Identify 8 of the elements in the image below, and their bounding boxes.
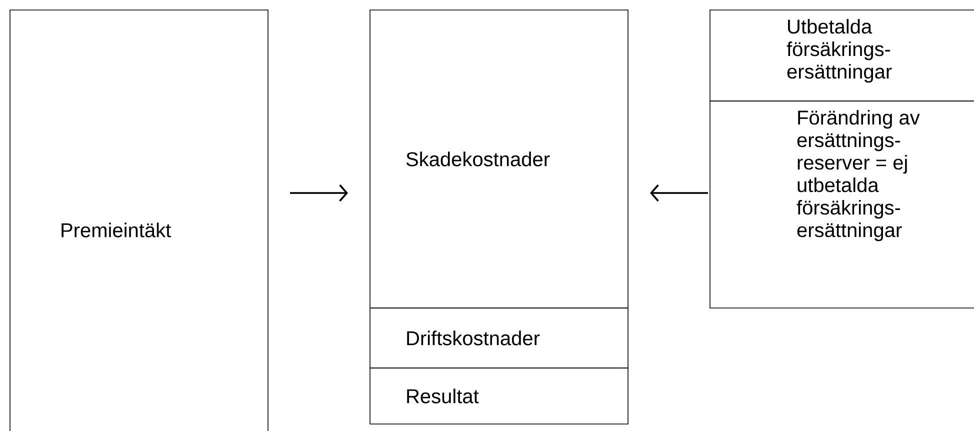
arrow (290, 184, 348, 202)
text-box: Förändring av ersättnings- reserver = ej utbetalda försäkrings- ersättningar (710, 100, 974, 308)
text-box: Premieintäkt (10, 10, 268, 431)
arrow (650, 184, 708, 202)
text-box: Resultat (370, 368, 628, 424)
text-box: Skadekostnader (370, 10, 628, 308)
text-box: Utbetalda försäkrings- ersättningar (710, 10, 974, 102)
text-box: Driftskostnader (370, 308, 628, 368)
